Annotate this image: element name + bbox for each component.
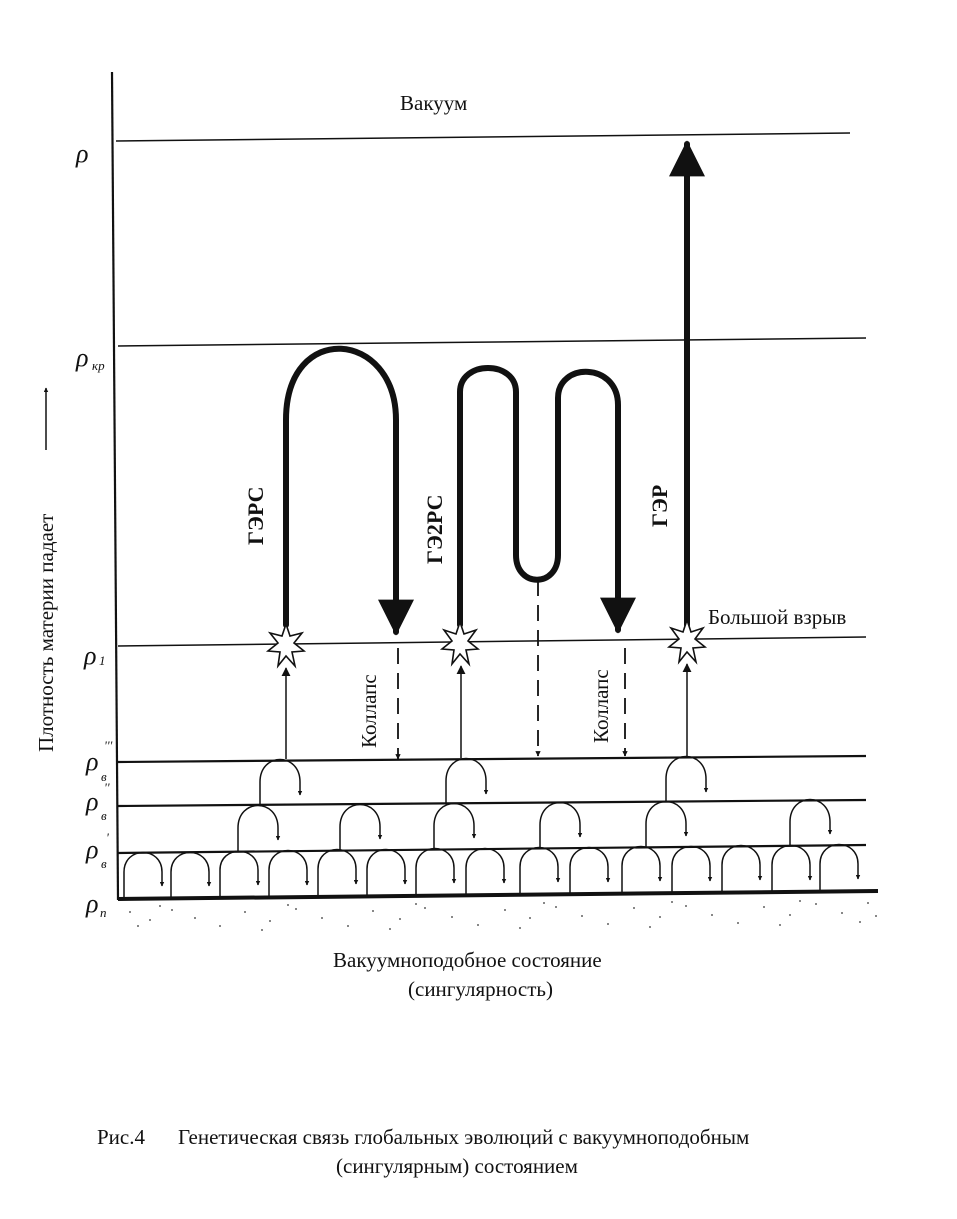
caption-line1: Генетическая связь глобальных эволюций с… bbox=[178, 1125, 749, 1149]
arches-middle-row bbox=[237, 798, 833, 851]
singularity-label-line1: Вакуумноподобное состояние bbox=[333, 948, 602, 972]
svg-text:в: в bbox=[101, 769, 107, 784]
svg-text:в: в bbox=[101, 808, 107, 823]
level-label-rho-1: ρ 1 bbox=[83, 641, 106, 670]
level-line-rho bbox=[115, 132, 851, 142]
svg-text:ρ: ρ bbox=[75, 343, 88, 372]
explosion-star-1 bbox=[265, 621, 307, 669]
svg-text:ρ: ρ bbox=[85, 747, 98, 776]
arches-upper-row bbox=[259, 755, 709, 804]
vacuum-label: Вакуум bbox=[400, 91, 467, 115]
level-line-rho-v3 bbox=[117, 754, 867, 764]
evolution-label-gers: ГЭРС bbox=[243, 486, 268, 545]
caption-line2: (сингулярным) состоянием bbox=[336, 1154, 578, 1178]
vertical-axis bbox=[110, 71, 120, 901]
level-line-rho-1 bbox=[117, 636, 867, 647]
explosion-star-3 bbox=[666, 617, 708, 665]
svg-text:в: в bbox=[101, 856, 107, 871]
level-label-rho-v1: ρ в ' bbox=[85, 830, 109, 871]
collapse-label-2: Коллапс bbox=[589, 669, 613, 743]
level-label-rho-kr: ρ кр bbox=[75, 343, 105, 373]
svg-text:ρ: ρ bbox=[75, 139, 88, 168]
y-axis-label: Плотность материи падает bbox=[34, 514, 58, 752]
level-line-rho-p bbox=[117, 889, 879, 901]
collapse-label-1: Коллапс bbox=[357, 674, 381, 748]
svg-text:''': ''' bbox=[104, 738, 113, 753]
evolution-curve-ge2rs bbox=[457, 365, 636, 634]
level-line-rho-kr bbox=[117, 337, 867, 347]
svg-text:1: 1 bbox=[99, 653, 106, 668]
singularity-label-line2: (сингулярность) bbox=[408, 977, 553, 1001]
evolution-label-ger: ГЭР bbox=[647, 485, 672, 527]
svg-text:': ' bbox=[106, 830, 109, 845]
svg-text:'': '' bbox=[104, 780, 110, 795]
svg-text:кр: кр bbox=[92, 358, 105, 373]
caption-number: Рис.4 bbox=[97, 1125, 145, 1149]
big-bang-label: Большой взрыв bbox=[708, 605, 846, 629]
evolution-label-ge2rs: ГЭ2РС bbox=[422, 494, 447, 564]
explosion-star-2 bbox=[439, 619, 481, 667]
svg-text:ρ: ρ bbox=[85, 889, 98, 918]
svg-text:ρ: ρ bbox=[85, 835, 98, 864]
svg-text:п: п bbox=[100, 905, 107, 920]
level-label-rho-v3: ρ в ''' bbox=[85, 738, 113, 784]
singularity-ground-texture bbox=[129, 900, 877, 931]
level-label-rho-v2: ρ в '' bbox=[85, 780, 110, 823]
level-label-rho: ρ bbox=[75, 139, 88, 168]
evolution-curve-gers bbox=[283, 345, 414, 636]
arches-bottom-row bbox=[123, 843, 861, 897]
svg-text:ρ: ρ bbox=[85, 787, 98, 816]
svg-text:ρ: ρ bbox=[83, 641, 96, 670]
level-line-rho-v2 bbox=[117, 798, 867, 808]
level-label-rho-p: ρ п bbox=[85, 889, 107, 920]
